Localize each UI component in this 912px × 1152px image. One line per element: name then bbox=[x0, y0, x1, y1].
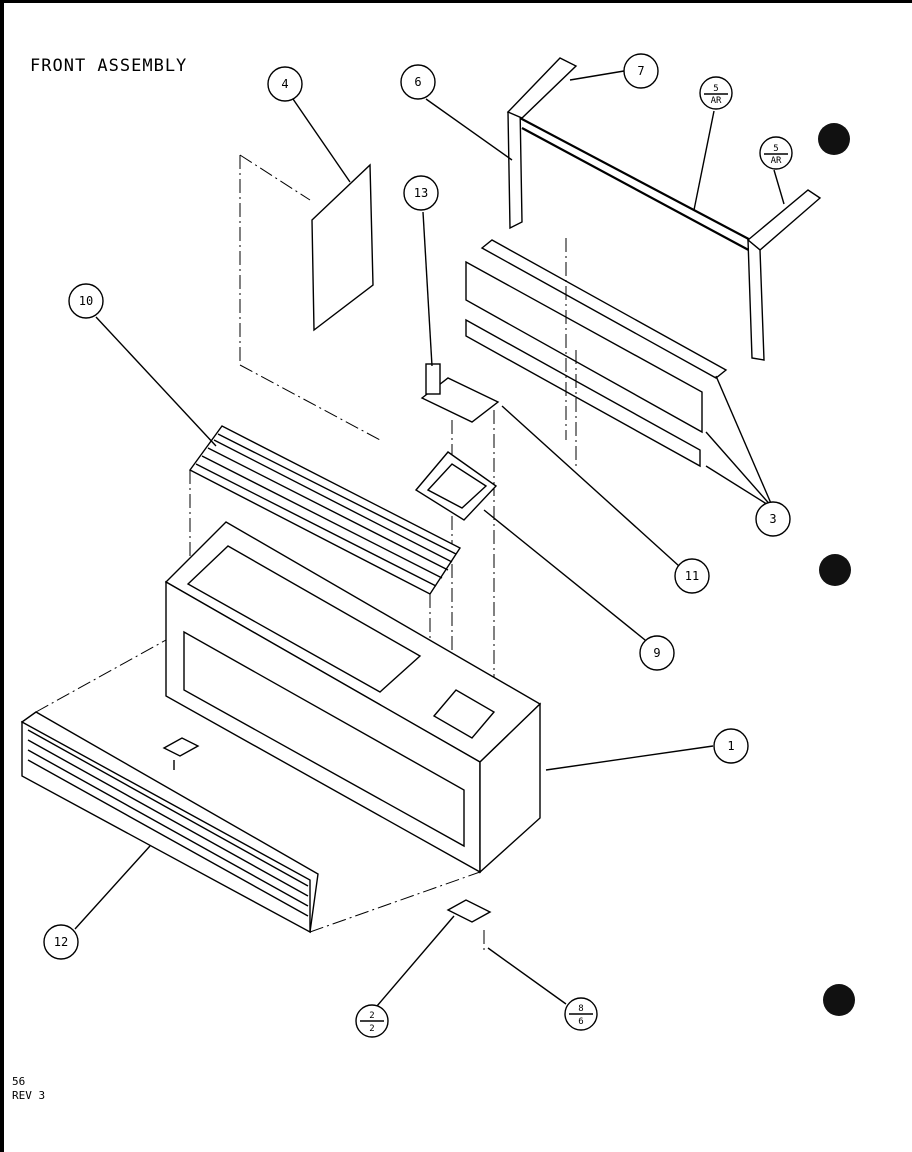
callout-7: 7 bbox=[623, 53, 659, 89]
callout-13: 13 bbox=[403, 175, 439, 211]
leader-lines bbox=[74, 70, 785, 1007]
svg-text:10: 10 bbox=[79, 294, 93, 308]
svg-text:12: 12 bbox=[54, 935, 68, 949]
svg-text:7: 7 bbox=[637, 64, 644, 78]
svg-text:9: 9 bbox=[653, 646, 660, 660]
callout-4: 4 bbox=[267, 66, 303, 102]
svg-text:5: 5 bbox=[713, 84, 718, 94]
svg-text:13: 13 bbox=[414, 186, 428, 200]
callout-6: 6 bbox=[400, 64, 436, 100]
drawing-number: 56 bbox=[12, 1075, 26, 1088]
callout-9: 9 bbox=[639, 635, 675, 671]
svg-text:AR: AR bbox=[771, 156, 782, 166]
svg-text:6: 6 bbox=[578, 1017, 583, 1027]
page-title: FRONT ASSEMBLY bbox=[30, 56, 188, 76]
part-1-cabinet bbox=[164, 521, 542, 874]
callout-5-top: 5 AR bbox=[699, 76, 733, 110]
svg-text:5: 5 bbox=[773, 144, 778, 154]
binder-hole-top bbox=[818, 123, 850, 155]
callout-8: 8 6 bbox=[564, 997, 598, 1031]
callout-5-right: 5 AR bbox=[759, 136, 793, 170]
svg-text:1: 1 bbox=[727, 739, 734, 753]
part-6-top-frame bbox=[506, 57, 822, 361]
callout-11: 11 bbox=[674, 558, 710, 594]
binder-hole-bottom bbox=[823, 984, 855, 1016]
svg-text:AR: AR bbox=[711, 96, 722, 106]
svg-text:2: 2 bbox=[369, 1011, 374, 1021]
part-9-frame-tray bbox=[414, 451, 498, 521]
callout-3: 3 bbox=[755, 501, 791, 537]
callout-12: 12 bbox=[43, 924, 79, 960]
svg-text:6: 6 bbox=[414, 75, 421, 89]
part-4-side-panel bbox=[239, 154, 381, 441]
part-3-filter-strips bbox=[465, 238, 728, 470]
svg-text:2: 2 bbox=[369, 1024, 374, 1034]
svg-text:3: 3 bbox=[769, 512, 776, 526]
part-2-bracket bbox=[446, 899, 492, 950]
callout-2: 2 2 bbox=[355, 1004, 389, 1038]
bracket-left bbox=[162, 737, 200, 770]
callout-1: 1 bbox=[713, 728, 749, 764]
part-12-front-grille bbox=[20, 639, 481, 934]
callout-10: 10 bbox=[68, 283, 104, 319]
svg-text:11: 11 bbox=[685, 569, 699, 583]
revision-label: REV 3 bbox=[12, 1089, 46, 1102]
svg-text:8: 8 bbox=[578, 1004, 583, 1014]
binder-hole-middle bbox=[819, 554, 851, 586]
svg-text:4: 4 bbox=[281, 77, 288, 91]
